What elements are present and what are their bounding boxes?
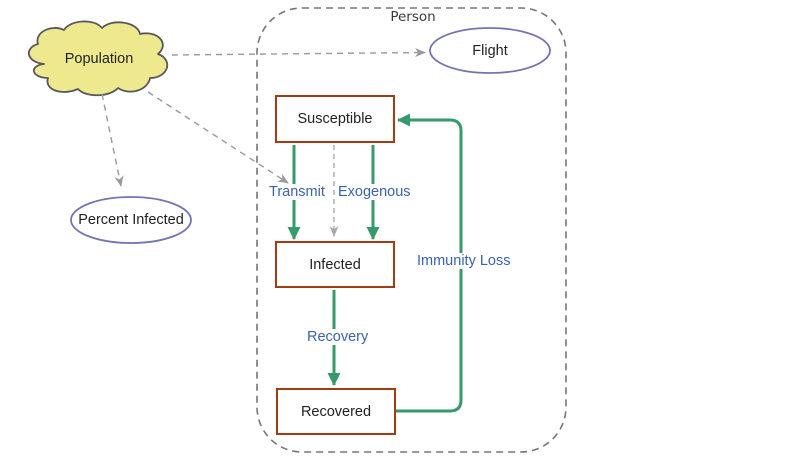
person-container-label: Person [390,9,436,25]
state-infected[interactable]: Infected [275,241,395,288]
flight-label: Flight [472,43,508,59]
transmit-label[interactable]: Transmit [267,184,327,200]
state-recovered-label: Recovered [300,403,372,420]
state-recovered[interactable]: Recovered [276,388,396,435]
population-label: Population [64,51,134,67]
percent-infected-label: Percent Infected [78,212,184,228]
state-susceptible-label: Susceptible [297,111,373,127]
flight-ellipse[interactable] [429,27,551,74]
state-infected-label: Infected [309,256,361,273]
population-cloud[interactable] [28,20,169,97]
percent-infected-ellipse[interactable] [70,196,192,244]
state-susceptible[interactable]: Susceptible [275,95,395,143]
exogenous-label[interactable]: Exogenous [336,184,413,200]
person-container-border[interactable] [256,7,567,453]
recovery-label[interactable]: Recovery [305,329,371,345]
immunity-loss-label[interactable]: Immunity Loss [415,253,513,269]
